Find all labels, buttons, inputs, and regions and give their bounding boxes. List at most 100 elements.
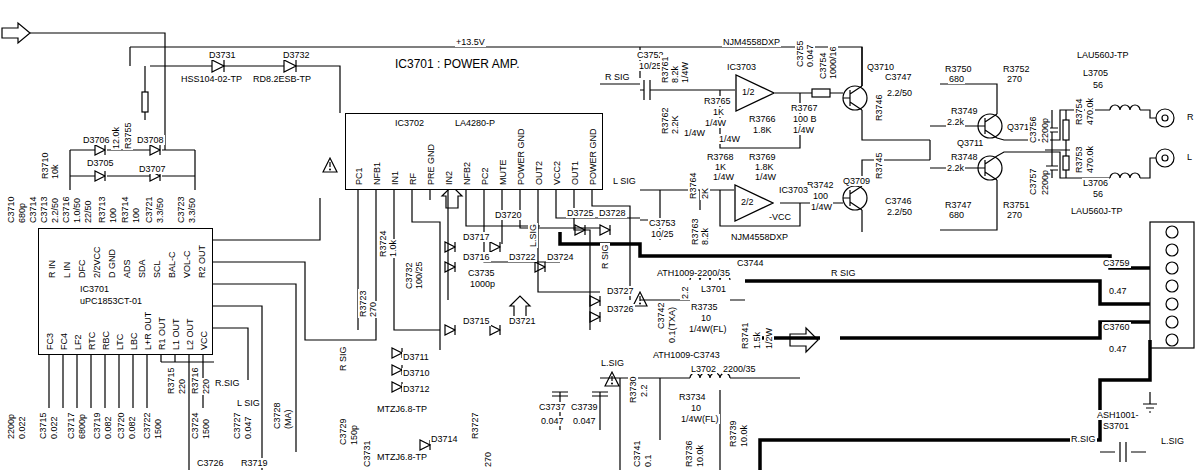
component-label: 270 (1006, 74, 1023, 84)
capacitor-symbol (552, 392, 608, 396)
component-label: L3702 (690, 364, 717, 374)
component-label: L SIG (612, 176, 637, 186)
resistor-symbol (142, 92, 148, 112)
component-value: 100 (108, 207, 118, 224)
component-label: D3727 (606, 286, 635, 296)
component-label: D3721 (508, 316, 537, 326)
component-value: C3756 (1028, 115, 1038, 144)
component-value: C3728 (272, 401, 282, 430)
component-label: C3726 (196, 458, 225, 468)
component-label: D3724 (546, 252, 575, 262)
wire (940, 84, 1156, 230)
component-label: 1/4W (712, 172, 735, 182)
component-value: 270 (483, 451, 493, 468)
component-value: 2200p (1040, 117, 1050, 144)
component-value: R3714 (120, 195, 130, 224)
component-value: C3710 (6, 195, 16, 224)
component-label: D3705 (86, 158, 115, 168)
component-value: 2200p (6, 413, 16, 440)
transistor-leads (843, 86, 997, 210)
component-value: 1/2W (764, 327, 774, 350)
wire (49, 355, 203, 408)
ground-bus (760, 322, 1150, 338)
component-value: 470.0k (1085, 97, 1095, 126)
section-title: IC3701 : POWER AMP. (394, 58, 521, 71)
pin-name: L1 OUT (171, 317, 181, 351)
component-label: R3734 (678, 392, 707, 402)
component-label: 100 B (792, 114, 818, 124)
component-label: 10 (700, 313, 712, 323)
component-label: L (1186, 152, 1193, 162)
component-value: 0.047 (805, 43, 815, 68)
component-value: C3713 (39, 195, 49, 224)
connector-pin (1166, 298, 1178, 310)
component-value: R SIG (600, 243, 610, 270)
hollow-arrow (442, 186, 818, 352)
component-label: 1/4W (810, 202, 833, 212)
pin-name: NFB2 (462, 161, 472, 186)
connector-pin (1166, 262, 1178, 274)
pin-name: OUT1 (570, 160, 580, 186)
component-label: 0.047 (572, 416, 597, 426)
component-label: NJM4558DXP (722, 37, 781, 47)
component-value: 1500 (153, 418, 163, 440)
diode-symbol (392, 296, 600, 450)
component-label: 1/4W (792, 125, 815, 135)
warning-dot (611, 383, 613, 385)
component-label: R3735 (690, 302, 719, 312)
component-value: 8.2k (670, 65, 680, 84)
component-value: R3746 (874, 93, 884, 122)
pin-name: FC4 (59, 332, 69, 351)
component-label: D3725 (566, 208, 595, 218)
component-value: 0.022 (49, 415, 59, 440)
component-label: C3753 (648, 218, 677, 228)
component-label: C3739 (570, 402, 599, 412)
component-label: NJM4558DXP (730, 232, 789, 242)
component-label: ASH1001- (1096, 410, 1140, 420)
component-label: 10 (690, 403, 702, 413)
component-value: L.SIG (528, 223, 538, 248)
pin-name: PC1 (354, 166, 364, 186)
component-value: C3742 (656, 301, 666, 330)
component-value: 220 (177, 378, 187, 395)
component-label: R (1186, 112, 1195, 122)
component-value: 220 (201, 378, 211, 395)
ground-bus (745, 281, 1150, 304)
component-value: C3757 (1028, 167, 1038, 196)
component-value: C3721 (144, 195, 154, 224)
component-label: LAU560J-TP (1076, 50, 1130, 60)
component-value: 2.2/50 (50, 197, 60, 224)
component-value: C3731 (362, 439, 372, 468)
component-label: RD8.2ESB-TP (252, 74, 312, 84)
component-value: 100 (131, 207, 141, 224)
component-value: C3741 (632, 439, 642, 468)
component-label: ATH1009-C3743 (652, 350, 721, 360)
component-label: D3731 (208, 50, 237, 60)
pin-name: VOL-C (182, 249, 192, 279)
component-value: 1000/16 (828, 45, 838, 80)
component-value: 22/50 (83, 199, 93, 224)
component-label: R3751 (1002, 200, 1031, 210)
component-value: R3710 (40, 151, 50, 180)
component-value: 0.1(TXA) (667, 306, 677, 344)
ic-name: IC3702 (394, 118, 425, 128)
component-value: R3723 (358, 289, 368, 318)
output-jack (1156, 109, 1174, 127)
connector-block (1150, 222, 1194, 348)
pin-name: POWER GND (588, 127, 598, 186)
opamp-unit: 1/2 (741, 87, 756, 97)
component-label: R3768 (706, 152, 735, 162)
connector-pin (1166, 244, 1178, 256)
component-value: 1500 (201, 418, 211, 440)
component-label: 1/4W (683, 128, 706, 138)
ic-box: IC3701uPC1853CT-01R INL INDFC2/2VCCD GND… (38, 228, 213, 355)
component-label: 2.2/50 (886, 207, 913, 217)
component-label: 2.2k (946, 117, 965, 127)
component-value: 0.022 (17, 415, 27, 440)
component-label: 1K (714, 162, 727, 172)
warning-dot (639, 303, 641, 305)
component-label: 1/4W (704, 118, 727, 128)
component-label: R3766 (748, 114, 777, 124)
component-value: 100/25 (414, 260, 424, 290)
component-label: 1.8K (754, 162, 775, 172)
